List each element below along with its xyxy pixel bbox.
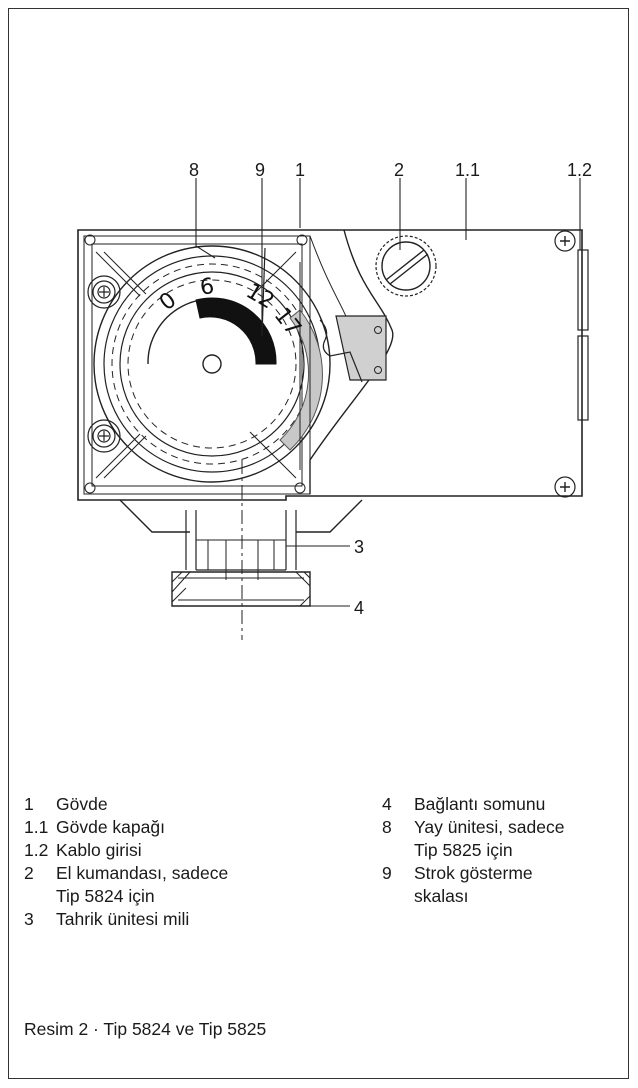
callout-3: 3	[354, 537, 365, 557]
legend-num: 1.1	[24, 817, 49, 837]
legend-text: Gövde	[56, 794, 108, 814]
legend-item: 9 Strok gösterme	[382, 862, 622, 885]
legend-text: Kablo girisi	[56, 840, 142, 860]
legend-num: 2	[24, 863, 34, 883]
legend-text: Strok gösterme	[414, 863, 533, 883]
right-screw-bottom	[554, 476, 576, 498]
legend-num: 1	[24, 794, 34, 814]
callout-4: 4	[354, 598, 365, 618]
manual-override-knob	[375, 235, 437, 297]
legend-left: 1 Gövde 1.1 Gövde kapağı 1.2 Kablo girisi 2…	[24, 793, 324, 931]
legend-item-cont: Tip 5824 için	[24, 885, 324, 908]
left-screw-top	[87, 275, 121, 309]
legend-item-cont: Tip 5825 için	[382, 839, 622, 862]
figure-caption: Resim 2 · Tip 5824 ve Tip 5825	[24, 1019, 267, 1039]
legend-right: 4 Bağlantı somunu 8 Yay ünitesi, sadece Ti…	[382, 793, 622, 908]
figure-frame	[8, 8, 629, 1079]
right-screw-top	[554, 230, 576, 252]
scale-tick-0: 0	[155, 288, 181, 316]
legend-num: 8	[382, 817, 392, 837]
stroke-indicator	[195, 297, 277, 365]
legend-text: Bağlantı somunu	[414, 794, 546, 814]
legend-text: skalası	[414, 886, 469, 906]
legend-item: 1 Gövde	[24, 793, 324, 816]
callout-2: 2	[394, 160, 405, 180]
legend-item: 1.1 Gövde kapağı	[24, 816, 324, 839]
legend-text: Gövde kapağı	[56, 817, 165, 837]
legend-item: 8 Yay ünitesi, sadece	[382, 816, 622, 839]
legend-item: 1.2 Kablo girisi	[24, 839, 324, 862]
legend-text: El kumandası, sadece	[56, 863, 229, 883]
center-hole	[202, 354, 222, 374]
legend-text: Yay ünitesi, sadece	[414, 817, 565, 837]
legend-text: Tip 5825 için	[414, 840, 513, 860]
legend-item-cont: skalası	[382, 885, 622, 908]
cable-entry-bottom	[577, 335, 589, 421]
drive-shaft-housing	[185, 510, 297, 570]
callout-9: 9	[255, 160, 266, 180]
callout-1-1: 1.1	[455, 160, 481, 180]
legend-item: 2 El kumandası, sadece	[24, 862, 324, 885]
callout-8: 8	[189, 160, 200, 180]
legend-text: Tahrik ünitesi mili	[56, 909, 190, 929]
legend-item: 3 Tahrik ünitesi mili	[24, 908, 324, 931]
cable-entry-top	[577, 249, 589, 331]
legend-text: Tip 5824 için	[56, 886, 155, 906]
callout-1-2: 1.2	[567, 160, 593, 180]
cover-curve	[309, 229, 394, 494]
legend-num: 1.2	[24, 840, 49, 860]
callout-1: 1	[295, 160, 306, 180]
legend-num: 3	[24, 909, 34, 929]
coupling-nut	[171, 571, 311, 607]
legend-num: 9	[382, 863, 392, 883]
legend-num: 4	[382, 794, 392, 814]
left-screw-bottom	[87, 419, 121, 453]
legend-item: 4 Bağlantı somunu	[382, 793, 622, 816]
scale-tick-6: 6	[199, 274, 216, 301]
housing-outline	[77, 229, 583, 501]
